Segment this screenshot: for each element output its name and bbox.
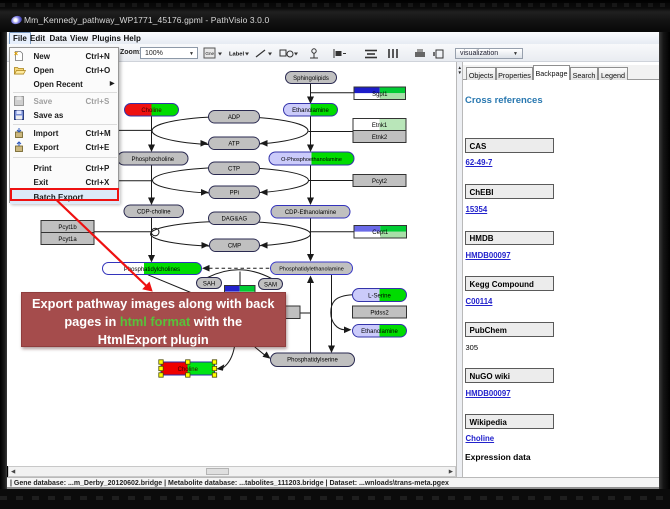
svg-text:PPi: PPi [230,190,239,196]
svg-text:Ethanolamine: Ethanolamine [292,108,329,114]
svg-text:Etnk2: Etnk2 [372,135,388,141]
svg-text:Etnk1: Etnk1 [372,123,388,129]
svg-text:Choline: Choline [178,367,199,373]
svg-text:Phosphocholine: Phosphocholine [131,157,174,163]
svg-text:Sphingolipids: Sphingolipids [293,76,329,82]
svg-text:Choline: Choline [141,108,162,114]
svg-text:L-Serine: L-Serine [368,293,391,299]
svg-text:CDP-Ethanolamine: CDP-Ethanolamine [285,210,337,216]
svg-text:DAG&AG: DAG&AG [221,217,247,223]
svg-text:Pcyt1b: Pcyt1b [58,225,77,231]
svg-text:Label: Label [229,52,245,58]
svg-text:O-Phosphoethanolamine: O-Phosphoethanolamine [281,157,342,163]
svg-text:Sgpl1: Sgpl1 [372,92,388,98]
svg-text:Ethanolamine: Ethanolamine [361,329,398,335]
svg-text:Gne: Gne [205,51,214,56]
svg-text:Phosphatidylethanolamine: Phosphatidylethanolamine [279,267,344,273]
svg-text:Ptdss2: Ptdss2 [370,310,389,316]
svg-text:CMP: CMP [228,244,241,250]
svg-text:Phosphatidylcholines: Phosphatidylcholines [124,267,180,273]
svg-text:SAH: SAH [203,281,215,287]
svg-text:Pcyt2: Pcyt2 [372,179,388,185]
svg-text:Phosphatidylserine: Phosphatidylserine [287,358,338,364]
svg-text:SAM: SAM [264,282,277,288]
svg-text:CDP-choline: CDP-choline [137,210,171,216]
svg-text:Pcyt1a: Pcyt1a [58,237,77,243]
svg-text:CTP: CTP [228,166,240,172]
svg-text:ATP: ATP [228,141,239,147]
svg-text:Cept1: Cept1 [372,230,389,236]
svg-text:ADP: ADP [228,115,240,121]
